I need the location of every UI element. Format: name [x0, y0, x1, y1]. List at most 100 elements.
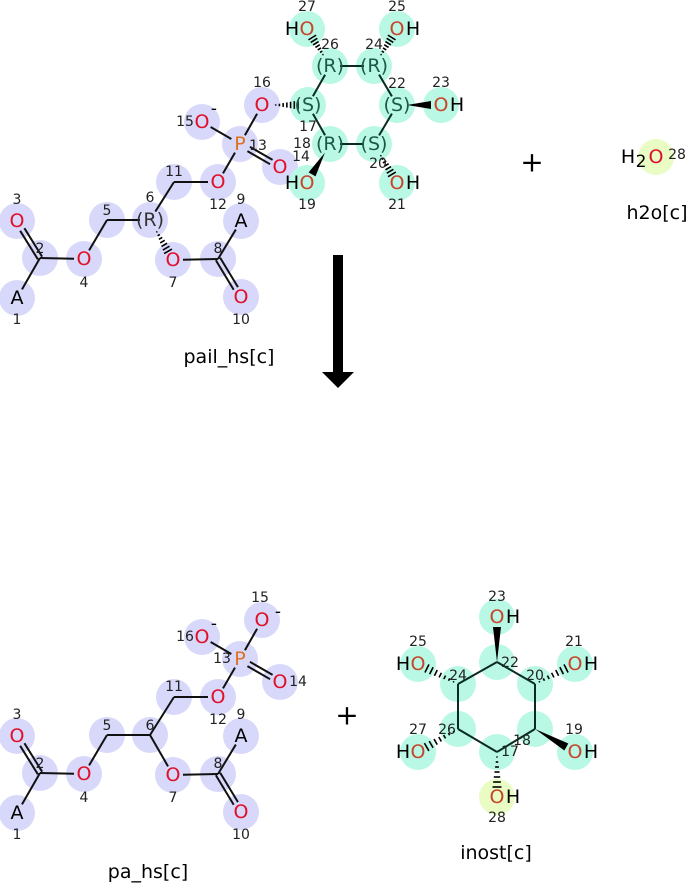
atom-number: 15 — [176, 114, 194, 130]
atom-label: O — [195, 111, 210, 133]
double-bond — [23, 742, 43, 773]
atom-number: 28 — [668, 147, 686, 163]
atom-highlights — [0, 602, 298, 831]
hash-mark — [447, 732, 451, 736]
atom-highlight — [312, 48, 348, 84]
atom-label: O — [568, 653, 583, 675]
atom-number: 28 — [488, 810, 506, 826]
hash-mark — [319, 50, 323, 54]
atom-highlight — [379, 165, 415, 201]
atom-highlight — [244, 602, 280, 638]
double-bond — [19, 745, 39, 775]
hash-mark — [555, 669, 560, 677]
atom-label: (R) — [316, 55, 344, 77]
atom-number: 14 — [289, 674, 307, 690]
hash-mark — [443, 675, 447, 680]
atom-number: 22 — [388, 76, 406, 92]
hash-mark — [433, 738, 438, 746]
hydrogen-label: H — [584, 653, 598, 675]
hash-mark — [382, 47, 387, 51]
atom-label: O — [490, 606, 505, 628]
double-bond — [246, 150, 271, 166]
atom-number: 13 — [249, 138, 267, 154]
double-bond — [246, 665, 271, 681]
atom-highlight — [66, 756, 102, 792]
atom-number: 24 — [365, 37, 383, 53]
single-bond — [217, 744, 237, 775]
atom-label: O — [255, 94, 270, 116]
atom-highlight — [132, 202, 168, 238]
single-bond — [222, 667, 236, 689]
hash-mark — [317, 47, 322, 51]
hashed-bond — [308, 34, 324, 56]
hash-mark — [382, 160, 387, 164]
atom-highlight — [184, 619, 220, 655]
atom-number: 10 — [232, 312, 250, 328]
hash-mark — [424, 664, 430, 673]
atom-label: O — [211, 686, 226, 708]
hash-mark — [447, 678, 451, 682]
atom-highlight — [200, 679, 236, 715]
atom-number: 3 — [13, 192, 22, 208]
atom-highlight — [356, 48, 392, 84]
atom-number: 18 — [293, 136, 311, 152]
hashed-bond — [380, 34, 396, 56]
wedge-bond — [535, 729, 569, 751]
hydrogen-label: H — [450, 94, 464, 116]
single-bond — [39, 772, 75, 775]
atom-label: O — [255, 609, 270, 631]
single-bond — [21, 772, 41, 805]
atom-label: O — [10, 725, 25, 747]
hydrogen-label: H — [506, 606, 520, 628]
hash-mark — [452, 680, 455, 683]
hash-mark — [452, 730, 455, 733]
atom-number: 12 — [209, 197, 227, 213]
hydrogen-label: H — [406, 172, 420, 194]
atom-number: 5 — [103, 203, 112, 219]
charge-label: - — [275, 602, 281, 622]
single-bond — [88, 734, 108, 766]
hash-mark — [310, 37, 318, 44]
hydrogen-label: H — [396, 653, 410, 675]
atom-number: 13 — [213, 651, 231, 667]
atom-number: 26 — [321, 37, 339, 53]
atom-highlight — [638, 139, 674, 175]
atom-number: 25 — [409, 634, 427, 650]
atom-highlight — [155, 242, 191, 278]
atom-number: 9 — [237, 192, 246, 208]
atom-label: O — [273, 156, 288, 178]
double-bond — [249, 145, 274, 161]
molecule-name: h2o[c] — [626, 202, 687, 224]
hash-mark — [428, 666, 434, 675]
hashed-bond — [379, 154, 397, 178]
single-bond — [210, 641, 232, 655]
hash-mark — [385, 40, 392, 46]
atom-highlight — [0, 795, 35, 831]
atom-number: 15 — [251, 590, 269, 606]
atom-number: 2 — [36, 756, 45, 772]
hash-mark — [379, 154, 382, 157]
atom-number: 27 — [409, 722, 427, 738]
single-bond — [222, 152, 236, 174]
atom-number: 10 — [232, 827, 250, 843]
atom-number: 14 — [292, 149, 310, 165]
atom-label: (R) — [316, 133, 344, 155]
single-bond — [496, 661, 536, 685]
single-bond — [182, 258, 219, 261]
atom-number: 24 — [449, 668, 467, 684]
double-bond — [219, 257, 239, 288]
atom-highlight — [223, 203, 259, 239]
atom-number: 3 — [13, 707, 22, 723]
atom-number: 11 — [165, 679, 183, 695]
atom-label: O — [649, 146, 664, 168]
atom-label: O — [273, 671, 288, 693]
atom-number: 23 — [432, 75, 450, 91]
arrow-head — [322, 372, 354, 388]
single-bond — [210, 126, 232, 140]
wedge-bond — [407, 101, 431, 109]
single-bond — [312, 74, 326, 97]
hash-mark — [438, 736, 443, 742]
